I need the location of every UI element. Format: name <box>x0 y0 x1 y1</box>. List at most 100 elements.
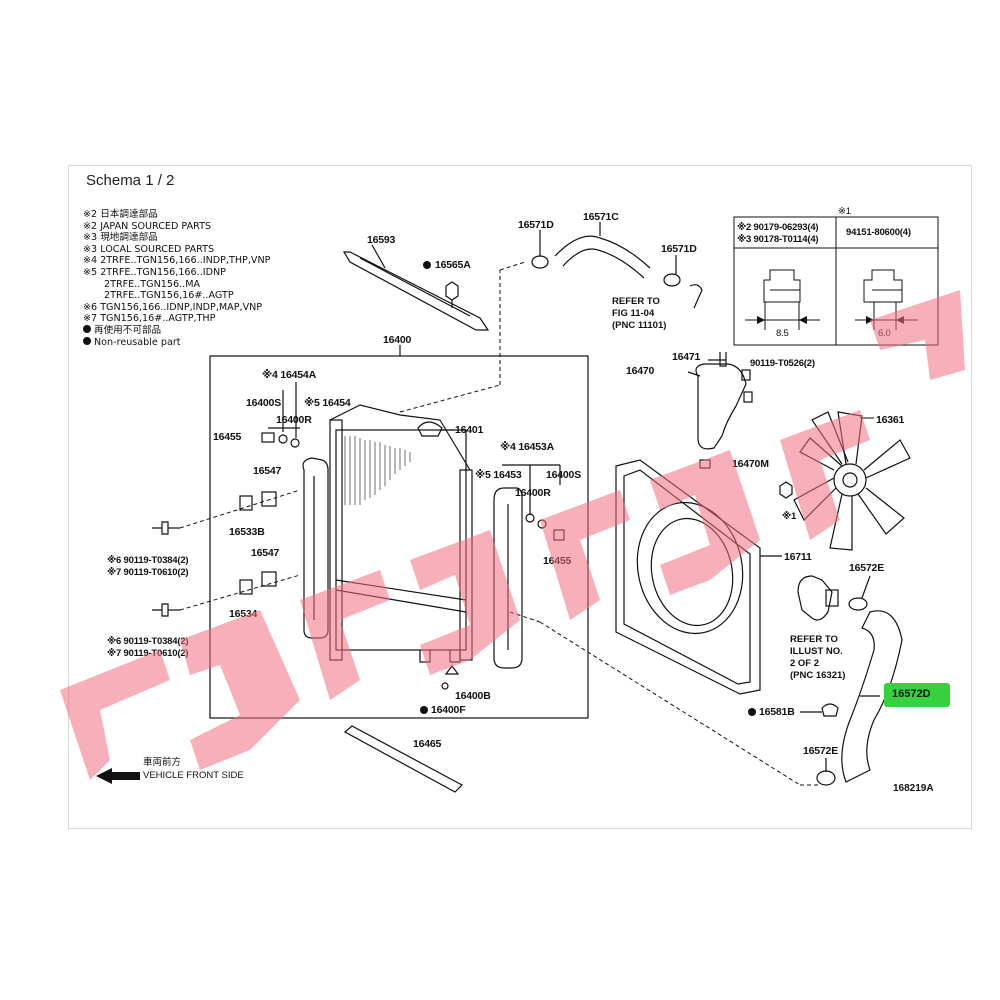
part-label: 16400B <box>455 690 491 702</box>
reserve-tank-16470 <box>695 363 747 450</box>
part-label: ※7 90119-T0610(2) <box>107 567 189 578</box>
legend-en: Non-reusable part <box>83 337 270 349</box>
part-label: 16400R <box>276 414 312 426</box>
part-label: 16400S <box>546 469 582 481</box>
bolt-90119-T0526-icon <box>743 391 753 403</box>
hose-16571C <box>554 235 651 269</box>
dashed-leader <box>499 261 526 271</box>
schema-title: Schema 1 / 2 <box>86 172 175 189</box>
part-label: 16400R <box>515 487 551 499</box>
part-label: 16455 <box>543 555 572 567</box>
highlighted-part-label[interactable]: 16572D <box>892 688 931 700</box>
water-inlet-housing <box>797 575 833 621</box>
part-label: ※4 16454A <box>262 369 316 381</box>
inset-marker: ※1 <box>838 206 851 217</box>
refer-note-illust: REFER TO ILLUST NO. 2 OF 2 (PNC 16321) <box>790 634 846 681</box>
clip-16565A-icon <box>445 281 459 301</box>
inset-flange-nut-icon <box>863 269 903 303</box>
part-label: 16470M <box>732 458 769 470</box>
mount-16533B-icon <box>239 495 253 511</box>
part-label: ※4 16453A <box>500 441 554 453</box>
leader-line <box>371 244 386 269</box>
hose-16572D <box>841 610 903 783</box>
vehicle-front-arrow-icon <box>96 768 140 784</box>
note-line: 2TRFE..TGN156,16#..AGTP <box>104 290 234 302</box>
bolt-16455-icon <box>553 529 565 541</box>
dashed-leader <box>509 611 541 623</box>
bolt-90119-T0526-icon <box>741 369 751 381</box>
plug-16581B-icon <box>821 703 839 717</box>
note-line: ※7 TGN156,16#..AGTP,THP <box>83 313 216 325</box>
fan-shroud-16711 <box>615 459 761 695</box>
part-label: 16400 <box>383 334 412 346</box>
dim-arrow-icon <box>866 316 874 324</box>
inlet-neck <box>825 589 839 607</box>
bolt-90119-icon <box>152 521 169 535</box>
part-label: ※5 16454 <box>304 397 351 409</box>
part-label: 16547 <box>251 547 280 559</box>
dim-value: 8.5 <box>776 328 789 339</box>
part-label: 16571D <box>518 219 554 231</box>
radiator-drain <box>419 650 431 663</box>
non-reusable-dot-icon <box>420 706 428 714</box>
cushion-16547-icon <box>261 491 277 507</box>
part-label: 16593 <box>367 234 396 246</box>
cushion-16547-icon <box>261 571 277 587</box>
clamp-16572E-icon <box>848 597 868 611</box>
hose-16571C-edge <box>562 248 645 279</box>
radiator-foot <box>449 650 461 663</box>
part-label: 16547 <box>253 465 282 477</box>
part-label: 16471 <box>672 351 701 363</box>
radiator-lower-rail <box>335 579 467 601</box>
leader-line <box>861 575 871 599</box>
part-label: 16565A <box>435 259 471 271</box>
part-label: 16455 <box>213 431 242 443</box>
part-label: 90119-T0526(2) <box>750 358 815 369</box>
note-line: ※2 日本調達部品 <box>83 209 158 220</box>
part-label: 16400F <box>431 704 466 716</box>
radiator-group-box <box>209 355 589 719</box>
vehicle-front-en: VEHICLE FRONT SIDE <box>143 770 244 781</box>
note-line: ※2 JAPAN SOURCED PARTS <box>83 220 212 232</box>
refer-pipe <box>689 284 703 309</box>
part-label: 16581B <box>759 706 795 718</box>
highlight-badge <box>884 683 950 707</box>
note-line: ※4 2TRFE..TGN156,166..INDP,THP,VNP <box>83 255 271 267</box>
part-label: ※5 16453 <box>475 469 522 481</box>
non-reusable-dot-icon <box>83 337 91 346</box>
part-label: 16711 <box>784 551 812 563</box>
nut-x1-icon <box>779 481 793 499</box>
part-label: 16401 <box>455 424 484 436</box>
note-line: ※3 LOCAL SOURCED PARTS <box>83 243 215 255</box>
support-bar-16593 <box>342 251 490 331</box>
part-label: 16572E <box>803 745 839 757</box>
dim-arrow-icon <box>757 316 765 324</box>
dim-arrow-icon <box>799 316 807 324</box>
vehicle-front-jp: 車両前方 <box>143 757 182 768</box>
non-reusable-dot-icon <box>748 708 756 716</box>
dim-value: 6.0 <box>878 328 891 339</box>
note-line: 2TRFE..TGN156..MA <box>104 278 201 290</box>
fan-16361 <box>793 411 911 551</box>
radiator-lower-rail <box>335 589 467 613</box>
part-label: 16400S <box>246 397 282 409</box>
washer-16400S-icon <box>525 513 535 523</box>
part-label: ※7 90119-T0610(2) <box>107 648 189 659</box>
leader-line <box>687 371 701 377</box>
tank-cap-16471 <box>719 352 727 367</box>
part-label: 16534 <box>229 608 258 620</box>
washer-16400S-icon <box>278 434 288 444</box>
part-label: ※6 90119-T0384(2) <box>107 636 189 647</box>
radiator-top-tank <box>329 404 471 471</box>
part-label: 16361 <box>876 414 905 426</box>
radiator-cap-16401-icon <box>417 421 443 437</box>
drain-plug-16400B-icon <box>444 665 460 675</box>
inset-left-line: ※3 90178-T0114(4) <box>737 234 819 245</box>
radiator-fins <box>344 436 411 505</box>
inset-left-line: ※2 90179-06293(4) <box>737 222 819 233</box>
mount-16534-icon <box>239 579 253 595</box>
clamp-16572E-icon <box>816 770 836 786</box>
part-label: 16571D <box>661 243 697 255</box>
refer-note-fig: REFER TO FIG 11-04 (PNC 11101) <box>612 296 667 331</box>
